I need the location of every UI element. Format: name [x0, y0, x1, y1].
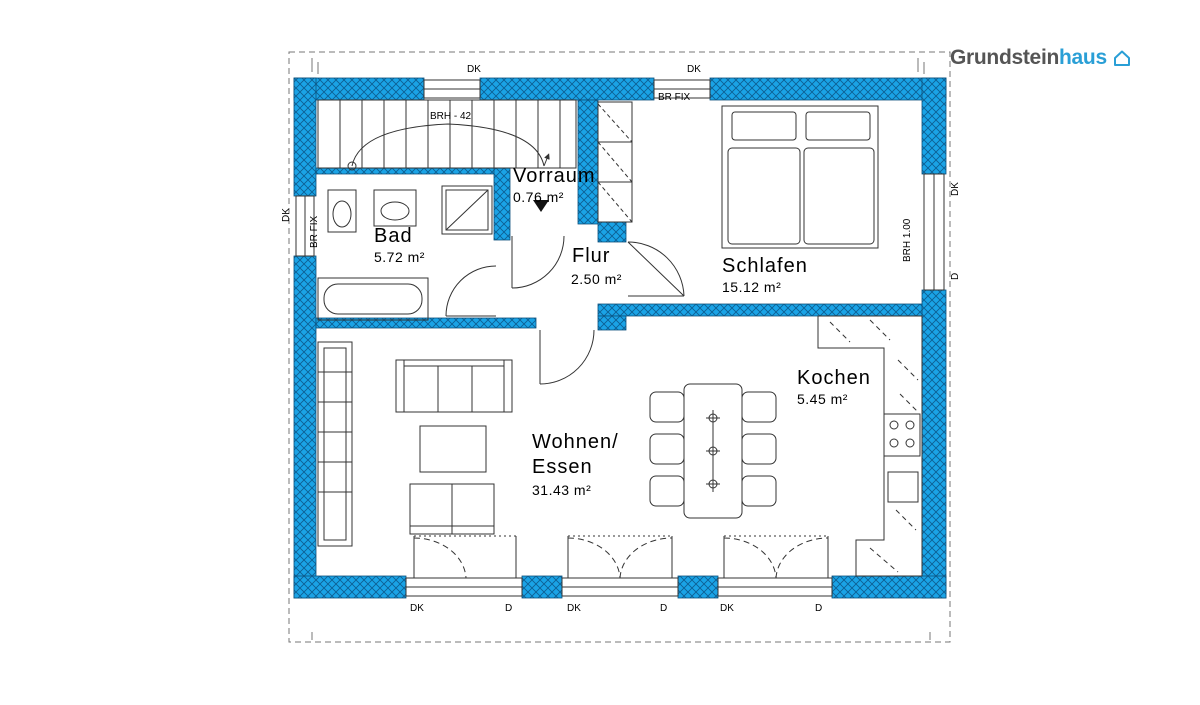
- tag-left-dk: DK: [281, 208, 292, 222]
- windows: [295, 79, 945, 597]
- tag-bottom-1-dk: DK: [410, 603, 424, 614]
- wall-flur-bottom: [597, 315, 627, 331]
- wall-flur-top: [597, 221, 627, 243]
- tag-bottom-3-dk: DK: [720, 603, 734, 614]
- room-area-vorraum: 0.76 m²: [513, 189, 564, 205]
- tag-right-brh: BRH 1.00: [902, 218, 913, 262]
- wall-right-lower: [921, 289, 947, 599]
- room-area-wohnen: 31.43 m²: [532, 482, 591, 498]
- entrance-arrow-icon: [533, 200, 549, 212]
- tag-top-left-dk: DK: [467, 64, 481, 75]
- house-outline-icon: [1113, 50, 1130, 66]
- wall-bad-bottom: [315, 317, 537, 329]
- window-tags: DK DK BRH - 42 BR FIX DK BR FIX DK D BRH…: [281, 64, 961, 614]
- room-name-schlafen: Schlafen: [722, 255, 808, 277]
- tag-brh-stairs: BRH - 42: [430, 111, 472, 122]
- walls: [293, 77, 947, 599]
- room-name-kochen: Kochen: [797, 367, 871, 389]
- wall-vorraum-right: [577, 99, 599, 225]
- room-area-schlafen: 15.12 m²: [722, 279, 781, 295]
- room-area-flur: 2.50 m²: [571, 271, 622, 287]
- living-furniture: [317, 341, 777, 547]
- tag-bottom-2-d: D: [660, 603, 667, 614]
- double-bed: [721, 105, 879, 249]
- brand-name-part1: Grundstein: [950, 46, 1060, 69]
- kitchen-counter: [817, 315, 923, 577]
- wall-bottom-1: [293, 575, 407, 599]
- tag-bottom-1-d: D: [505, 603, 512, 614]
- room-area-kochen: 5.45 m²: [797, 391, 848, 407]
- wall-left-lower: [293, 255, 317, 599]
- tag-right-dk: DK: [950, 182, 961, 196]
- wall-right-upper: [921, 77, 947, 175]
- bathroom-fixtures: [317, 185, 493, 321]
- tag-right-d: D: [950, 273, 961, 280]
- dimension-frame: [288, 51, 951, 643]
- room-name-wohnen-line1: Wohnen/: [532, 431, 619, 453]
- room-name-bad: Bad: [374, 225, 413, 247]
- room-name-wohnen-line2: Essen: [532, 456, 593, 478]
- wall-bottom-2: [521, 575, 563, 599]
- doors: [413, 235, 829, 579]
- wall-top-mid: [479, 77, 655, 101]
- shower: [441, 185, 493, 235]
- wall-top-right: [709, 77, 947, 101]
- tag-br-fix-top: BR FIX: [658, 92, 691, 103]
- wall-left-upper: [293, 77, 317, 197]
- dimension-ticks: [311, 58, 931, 640]
- brand-name-part2: haus: [1059, 46, 1107, 69]
- sink: [373, 189, 417, 227]
- room-labels: Vorraum 0.76 m² Bad 5.72 m² Flur 2.50 m²…: [374, 165, 871, 498]
- room-name-vorraum: Vorraum: [513, 165, 596, 187]
- room-name-flur: Flur: [572, 245, 610, 267]
- tag-top-right-dk: DK: [687, 64, 701, 75]
- tag-bottom-2-dk: DK: [567, 603, 581, 614]
- toilet: [327, 189, 357, 233]
- wall-living-top: [597, 303, 923, 317]
- tag-left-br-fix: BR FIX: [309, 215, 320, 248]
- bathtub: [317, 277, 429, 321]
- wall-bottom-4: [831, 575, 947, 599]
- wall-bad-right: [493, 167, 511, 241]
- room-area-bad: 5.72 m²: [374, 249, 425, 265]
- wardrobe: [597, 101, 633, 223]
- wall-stairs-bottom: [315, 167, 497, 175]
- wall-bottom-3: [677, 575, 719, 599]
- tag-bottom-3-d: D: [815, 603, 822, 614]
- staircase: [317, 99, 577, 171]
